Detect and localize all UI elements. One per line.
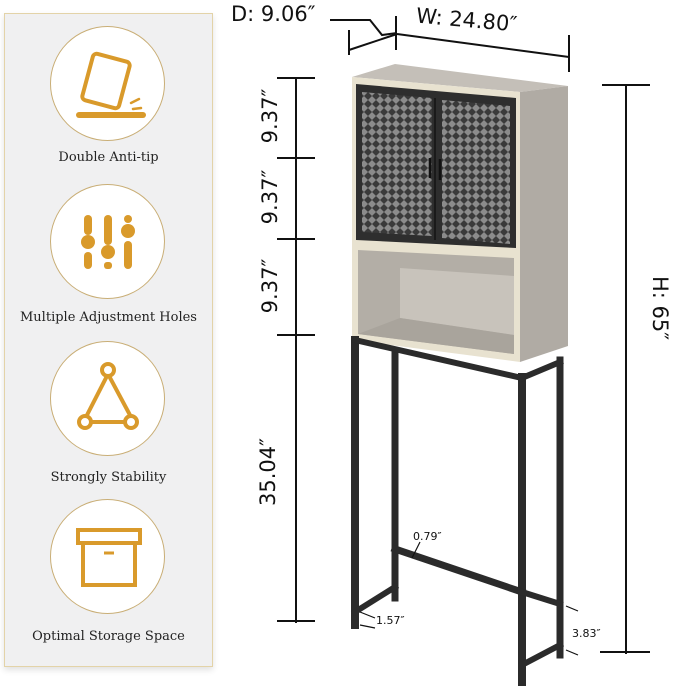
feature-label: Optimal Storage Space [32,629,185,644]
adjustment-holes-icon [50,184,165,299]
section-3-label: 9.37″ [258,258,282,314]
features-panel: Double Anti-tip Multiple Adjustment Hole… [4,13,213,667]
feature-label: Multiple Adjustment Holes [20,310,197,325]
height-label: H: 65″ [648,275,672,341]
feature-label: Double Anti-tip [58,150,159,165]
foot-width-label: 1.57″ [376,614,405,627]
section-2-label: 9.37″ [258,169,282,225]
anti-tip-icon [50,26,165,141]
depth-label: D: 9.06″ [231,2,316,26]
storage-box-icon [50,499,165,614]
bar-thickness-label: 0.79″ [413,530,442,543]
leg-height-label: 35.04″ [256,438,280,506]
stability-triangle-icon [50,341,165,456]
section-1-label: 9.37″ [258,88,282,144]
feature-label: Strongly Stability [50,470,167,485]
foot-depth-label: 3.83″ [572,627,601,640]
